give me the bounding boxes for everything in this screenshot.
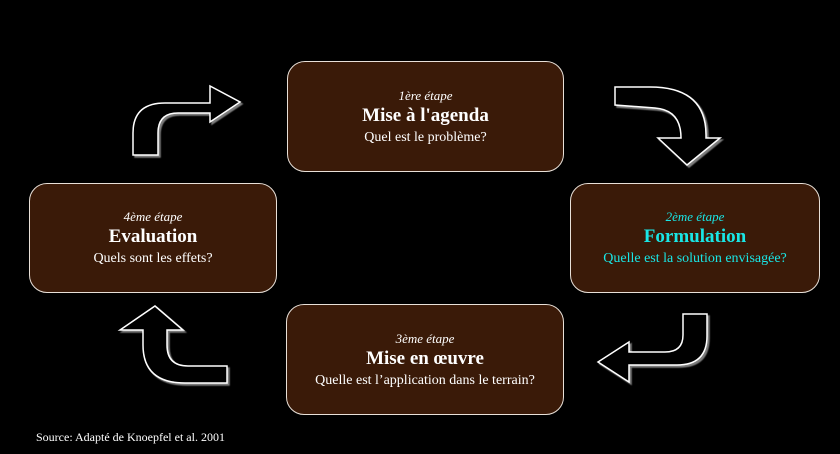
step-1-question: Quel est le problème? bbox=[364, 129, 487, 145]
step-1-title: Mise à l'agenda bbox=[362, 104, 489, 126]
arrow-step1-to-step2-icon bbox=[614, 86, 723, 166]
step-3-box: 3ème étape Mise en œuvre Quelle est l’ap… bbox=[286, 304, 564, 415]
step-1-box: 1ère étape Mise à l'agenda Quel est le p… bbox=[287, 61, 564, 172]
arrow-step3-to-step4-icon bbox=[117, 305, 228, 384]
step-2-label: 2ème étape bbox=[665, 209, 725, 224]
step-3-label: 3ème étape bbox=[395, 330, 455, 346]
step-4-title: Evaluation bbox=[108, 226, 198, 247]
step-3-title: Mise en œuvre bbox=[366, 347, 484, 369]
source-caption: Source: Adapté de Knoepfel et al. 2001 bbox=[36, 430, 225, 444]
step-3-question: Quelle est l’application dans le terrain… bbox=[315, 372, 535, 388]
arrow-step2-to-step3-icon bbox=[596, 313, 708, 384]
step-2-box: 2ème étape Formulation Quelle est la sol… bbox=[570, 183, 820, 293]
step-4-box: 4ème étape Evaluation Quels sont les eff… bbox=[29, 183, 277, 293]
step-2-title: Formulation bbox=[643, 226, 747, 247]
step-2-question: Quelle est la solution envisagée? bbox=[603, 251, 787, 266]
arrow-step4-to-step1-icon bbox=[132, 84, 242, 156]
step-4-question: Quels sont les effets? bbox=[93, 251, 213, 266]
step-1-label: 1ère étape bbox=[398, 87, 453, 103]
step-4-label: 4ème étape bbox=[123, 209, 183, 224]
